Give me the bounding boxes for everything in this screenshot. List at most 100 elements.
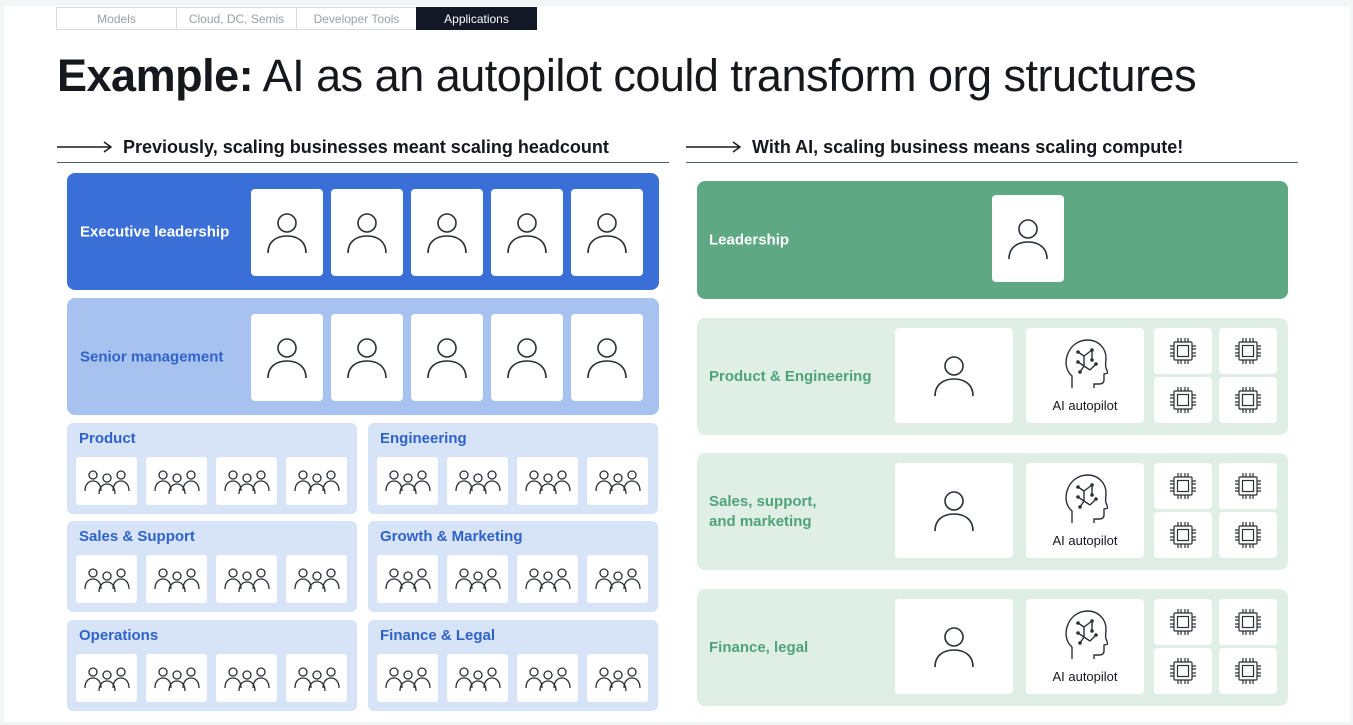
person-card [411,314,483,401]
executive-cards [251,189,643,276]
chip-icon [1235,473,1261,499]
tab-models[interactable]: Models [56,7,176,30]
row-sales-support-marketing: Sales, support, and marketing AI autopil… [697,453,1288,570]
chip-card [1154,328,1212,374]
chip-icon [1235,522,1261,548]
group-card [377,555,438,603]
group-card [76,457,137,505]
chip-icon [1235,387,1261,413]
group-icon [223,667,270,691]
arrow-right-icon [686,141,742,153]
person-icon [267,337,307,378]
chip-card [1219,512,1277,558]
person-card [411,189,483,276]
chip-card [1154,512,1212,558]
tab-bar: Models Cloud, DC, Semis Developer Tools … [56,7,537,30]
group-icon [223,568,270,592]
ai-autopilot-card: AI autopilot [1026,328,1144,423]
chip-icon [1170,387,1196,413]
group-icon [454,667,501,691]
row-label: Sales, support, and marketing [709,492,817,530]
group-card [216,555,277,603]
leadership-label: Leadership [709,231,790,249]
person-icon [1008,218,1048,259]
group-icon [153,667,200,691]
senior-management-label: Senior management [80,348,224,365]
group-cards [76,654,347,702]
group-icon [454,568,501,592]
group-card [587,654,648,702]
group-card [286,555,347,603]
group-icon [83,667,130,691]
person-card [571,314,643,401]
department-label: Growth & Marketing [380,528,523,545]
person-card [895,328,1013,423]
person-icon [427,212,467,253]
group-card [146,654,207,702]
person-icon [507,337,547,378]
group-icon [594,470,641,494]
person-icon [587,337,627,378]
group-icon [384,568,431,592]
chip-card [1154,599,1212,645]
person-icon [347,212,387,253]
page-title: Example: AI as an autopilot could transf… [57,50,1197,102]
group-card [517,555,578,603]
chip-icon [1235,609,1261,635]
tab-developer-tools[interactable]: Developer Tools [296,7,416,30]
executive-leadership-label: Executive leadership [80,223,230,240]
department-product: Product [67,423,357,514]
person-icon [934,355,974,396]
group-icon [83,470,130,494]
ai-brain-icon [1065,474,1108,523]
group-icon [153,470,200,494]
leadership-block: Leadership [697,181,1288,299]
person-card [331,314,403,401]
group-cards [76,457,347,505]
department-finance-legal: Finance & Legal [368,620,658,711]
left-section-title: Previously, scaling businesses meant sca… [123,136,609,157]
chip-icon [1170,658,1196,684]
group-icon [594,667,641,691]
person-card [895,463,1013,558]
group-cards [76,555,347,603]
ai-brain-icon [1065,610,1108,659]
group-card [146,457,207,505]
group-icon [524,667,571,691]
group-cards [377,654,648,702]
group-icon [223,470,270,494]
group-icon [384,667,431,691]
department-operations: Operations [67,620,357,711]
title-bold: Example: [57,50,254,101]
group-icon [524,470,571,494]
person-card [992,195,1064,282]
group-card [447,654,508,702]
department-label: Engineering [380,430,467,447]
chip-card [1154,463,1212,509]
group-icon [293,568,340,592]
chip-icon [1170,609,1196,635]
person-card [491,189,563,276]
group-card [517,457,578,505]
group-card [286,654,347,702]
group-icon [83,568,130,592]
person-icon [507,212,547,253]
tab-applications[interactable]: Applications [416,7,537,30]
group-cards [377,457,648,505]
person-icon [347,337,387,378]
group-card [216,457,277,505]
group-icon [153,568,200,592]
senior-cards [251,314,643,401]
group-card [76,555,137,603]
person-icon [267,212,307,253]
chip-card [1219,463,1277,509]
person-card [491,314,563,401]
chip-card [1219,648,1277,694]
group-cards [377,555,648,603]
tab-cloud-dc-semis[interactable]: Cloud, DC, Semis [176,7,296,30]
row-product-engineering: Product & Engineering AI autopilot [697,318,1288,435]
group-card [146,555,207,603]
department-engineering: Engineering [368,423,658,514]
group-card [447,457,508,505]
